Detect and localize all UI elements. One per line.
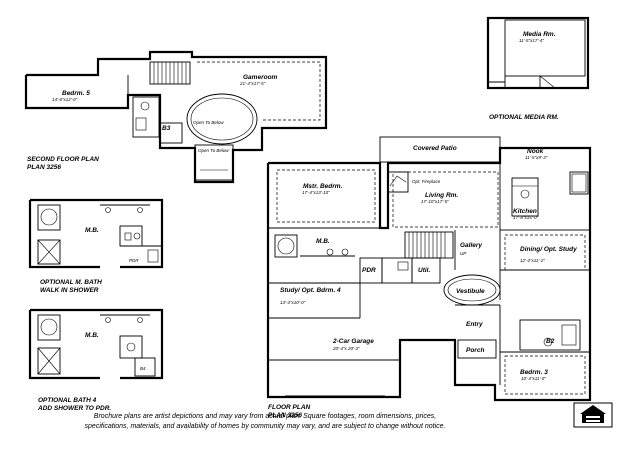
living-room-dimensions: 17'-10"x17'-5" [421, 199, 449, 204]
optional-mb-label: M.B. [85, 227, 99, 234]
master-bedroom-label: Mstr. Bedrm. [303, 183, 343, 190]
disclaimer-note: Brochure plans are artist depictions and… [30, 412, 500, 431]
bedroom-5-label: Bedrm. 5 [62, 90, 90, 97]
second-floor-plan-number: PLAN 3256 [27, 164, 61, 171]
fireplace-label: Opt. Fireplace [412, 179, 441, 184]
vestibule-label: Vestibule [456, 288, 485, 295]
utility-room-label: Util. [418, 267, 430, 274]
floor-plan-number: PLAN 3256 [268, 412, 302, 419]
dining-dimensions: 12'-4"x11'-2" [520, 258, 545, 263]
garage-label: 2-Car Garage [332, 338, 374, 345]
add-shower-caption: ADD SHOWER TO PDR. [37, 405, 111, 412]
media-room-label: Media Rm. [523, 31, 556, 38]
entry-label: Entry [466, 321, 483, 328]
optional-media-room-caption: OPTIONAL MEDIA RM. [489, 114, 559, 121]
living-room-label: Living Rm. [425, 192, 458, 199]
walk-in-shower-caption: WALK IN SHOWER [40, 287, 99, 294]
optional-bath-4-caption: OPTIONAL BATH 4 [38, 397, 97, 404]
optional-bath4-mb-label: M.B. [85, 332, 99, 339]
gameroom-dimensions: 21'-4"x17'-5" [239, 81, 266, 86]
gameroom-label: Gameroom [243, 74, 278, 81]
floor-plan-caption: FLOOR PLAN [268, 404, 311, 411]
stair-up-label: UP [460, 251, 466, 256]
kitchen-dimensions: 17'-8"x15'-0" [513, 215, 539, 220]
covered-patio-label: Covered Patio [413, 145, 457, 152]
porch-label: Porch [466, 347, 484, 354]
kitchen-label: Kitchen [513, 208, 537, 215]
equal-housing-logo [573, 402, 613, 428]
bedroom-3-dimensions: 10'-4"x11'-0" [521, 376, 546, 381]
open-to-below-lower-label: Open To Below [198, 148, 229, 153]
optional-master-bath-caption: OPTIONAL M. BATH [40, 279, 102, 286]
bath-3-label: B3 [162, 125, 171, 132]
study-dimensions: 13'-4"x10'-0" [280, 300, 306, 305]
gallery-label: Gallery [460, 242, 482, 249]
bedroom-5-dimensions: 14'-8"x12'-0" [52, 97, 78, 102]
optional-media-room-plan: Media Rm. 11'-5"x17'-4" OPTIONAL MEDIA R… [486, 16, 590, 121]
second-floor-caption: SECOND FLOOR PLAN [27, 156, 99, 163]
garage-dimensions: 20'-4"x 20'-3" [332, 346, 360, 351]
master-bedroom-dimensions: 17'-4"x13'-10" [302, 190, 330, 195]
second-floor-plan: Bedrm. 5 14'-8"x12'-0" Gameroom 21'-4"x1… [24, 50, 328, 184]
nook-label: Nook [527, 148, 544, 155]
optional-pdr-label: PDR [129, 258, 139, 263]
disclaimer-line-2: specifications, materials, and availabil… [84, 422, 446, 430]
bath-2-label: B2 [546, 338, 555, 345]
media-room-dimensions: 11'-5"x17'-4" [519, 38, 544, 43]
dining-label: Dining/ Opt. Study [520, 246, 577, 253]
nook-dimensions: 11'-5"x9'-3" [525, 155, 548, 160]
bath-4-label: B4 [140, 366, 146, 371]
optional-bath-4-plan: M.B. B4 OPTIONAL BATH 4 ADD SHOWER TO PD… [28, 308, 164, 412]
study-label: Study/ Opt. Bdrm. 4 [280, 287, 341, 294]
master-bath-label: M.B. [316, 238, 330, 245]
first-floor-plan: Covered Patio Nook 11'-5"x9'-3" Mstr. Be… [266, 136, 592, 419]
optional-master-bath-plan: M.B. PDR OPTIONAL M. BATH WALK IN SHOWER [28, 198, 164, 294]
disclaimer-line-1: Brochure plans are artist depictions and… [93, 413, 437, 420]
powder-room-label: PDR [362, 267, 376, 274]
bedroom-3-label: Bedrm. 3 [520, 369, 548, 376]
open-to-below-label: Open To Below [193, 120, 224, 125]
